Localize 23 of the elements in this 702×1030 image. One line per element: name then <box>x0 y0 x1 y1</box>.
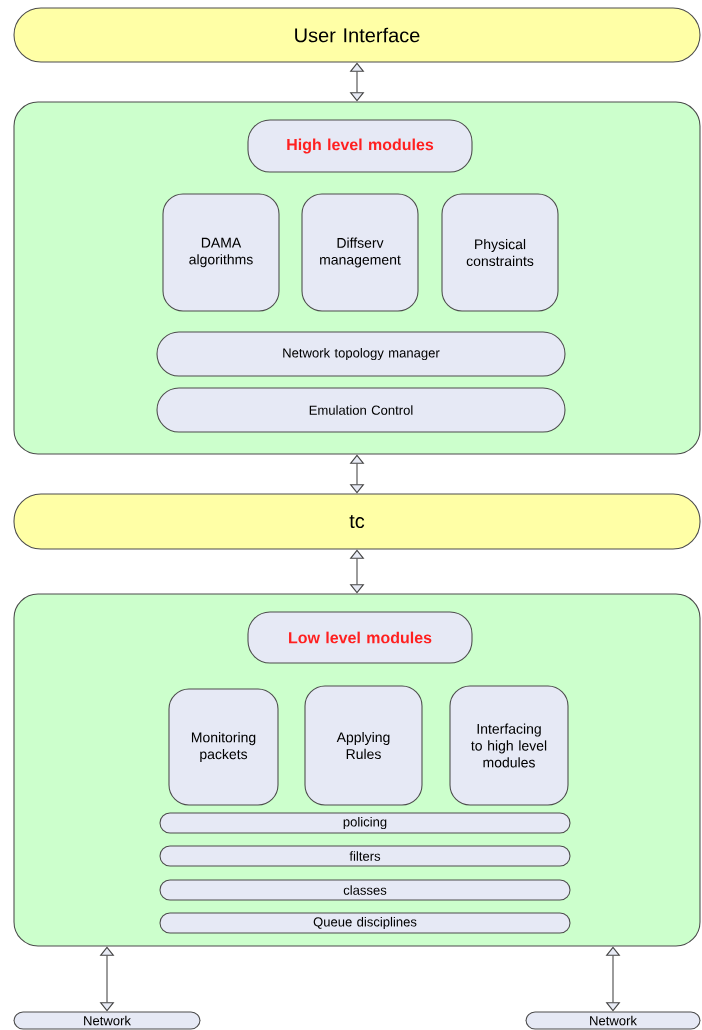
module-box: DAMA algorithms <box>162 193 280 312</box>
double-arrow <box>349 62 365 102</box>
module-box: Monitoring packets <box>168 688 279 806</box>
layer-bar: Queue disciplines <box>159 912 571 934</box>
layer-bar: Network topology manager <box>156 331 566 377</box>
heading-pill: High level modules <box>247 119 473 173</box>
double-arrow <box>99 946 115 1012</box>
double-arrow <box>349 454 365 494</box>
layer-bar: classes <box>159 879 571 901</box>
module-box: Diffserv management <box>301 193 419 312</box>
layer-bar: Network <box>13 1011 201 1030</box>
module-box: Interfacing to high level modules <box>449 685 569 806</box>
layer-bar: filters <box>159 845 571 867</box>
layer-band: User Interface <box>13 7 701 63</box>
layer-bar: Emulation Control <box>156 387 566 433</box>
layer-band: tc <box>13 493 701 550</box>
double-arrow <box>349 549 365 594</box>
heading-pill: Low level modules <box>247 611 473 664</box>
layer-bar: Network <box>525 1011 701 1030</box>
double-arrow <box>605 946 621 1012</box>
layer-bar: policing <box>159 812 571 834</box>
module-box: Physical constraints <box>441 193 559 312</box>
module-box: Applying Rules <box>304 685 423 806</box>
